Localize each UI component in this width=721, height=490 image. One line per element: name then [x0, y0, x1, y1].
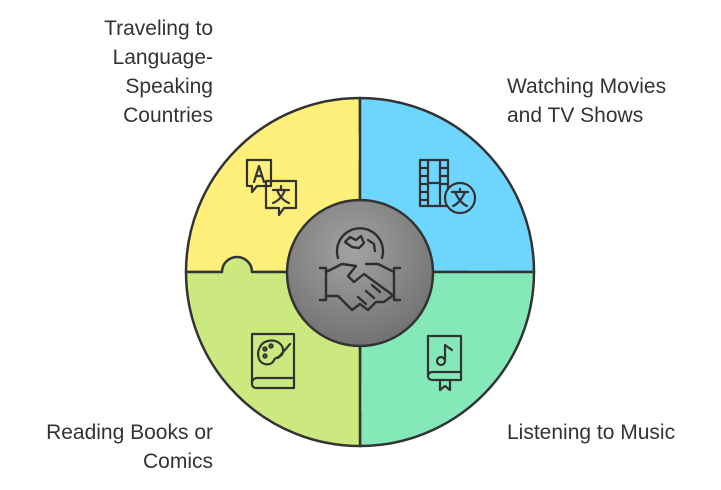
label-line: Countries	[123, 104, 213, 127]
center-hub	[285, 198, 435, 348]
translation-speech-icon	[245, 158, 298, 217]
label-music: Listening to Music	[507, 418, 675, 447]
label-line: Watching Movies	[507, 75, 667, 98]
label-line: Traveling to	[104, 17, 213, 40]
art-book-icon	[250, 332, 296, 390]
music-book-icon	[426, 334, 463, 392]
label-line: Language-	[112, 46, 213, 69]
label-books: Reading Books or Comics	[46, 418, 213, 476]
handshake-globe-icon	[318, 227, 402, 312]
film-translate-icon	[418, 158, 477, 215]
label-line: Comics	[142, 450, 213, 473]
label-line: Speaking	[125, 75, 213, 98]
label-traveling: Traveling to Language- Speaking Countrie…	[104, 14, 213, 130]
label-line: Listening to Music	[507, 421, 676, 444]
label-line: Reading Books or	[46, 421, 213, 444]
label-line: and TV Shows	[507, 104, 644, 127]
label-movies: Watching Movies and TV Shows	[507, 72, 666, 130]
